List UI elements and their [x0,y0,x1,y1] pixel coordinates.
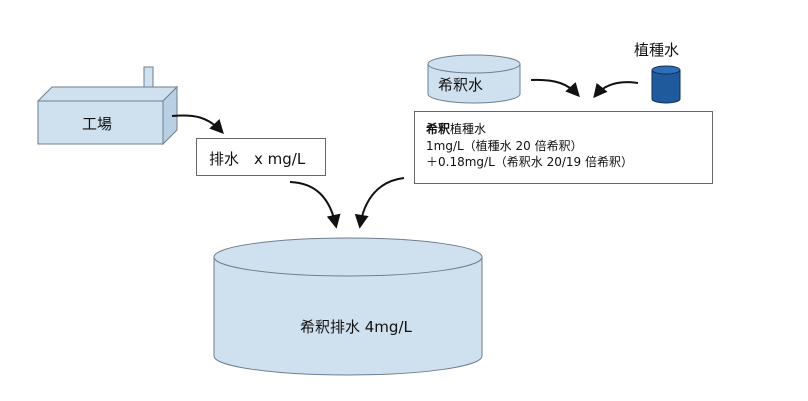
effluent-box: 排水 x mg/L [196,138,326,176]
arrow-seed-mix-to-tank [354,177,405,229]
seed-bottle-body [651,70,681,104]
factory-roof [36,86,179,102]
arrow-factory-to-effluent [171,114,224,135]
dilution-water-label: 希釈水 [438,76,484,94]
dilution-water-tank [427,54,521,104]
seed-mix-line-1: 1mg/L（植種水 20 倍希釈） [426,138,583,153]
factory-front [37,100,164,145]
seed-bottle-top [651,65,681,75]
diluted-effluent-label: 希釈排水 4mg/L [300,318,412,336]
arrow-effluent-to-tank [289,181,341,229]
seed-mix-box: 希釈植種水 1mg/L（植種水 20 倍希釈） ＋0.18mg/L（希釈水 20… [414,111,713,184]
factory-building [36,66,179,146]
main-tank-top [213,237,483,277]
seed-water-bottle [651,65,681,104]
dilution-tank-body [427,64,521,104]
seed-mix-line-2: ＋0.18mg/L（希釈水 20/19 倍希釈） [426,155,633,169]
seed-mix-title: 希釈植種水 [426,121,712,138]
diluted-effluent-tank [213,237,483,376]
factory-label: 工場 [82,115,113,133]
effluent-label: 排水 x mg/L [209,150,306,168]
arrow-dilution-to-mix [530,78,580,98]
seed-water-label: 植種水 [634,41,680,59]
arrow-seed-to-mix [593,81,639,99]
dilution-tank-top [427,54,521,74]
seed-mix-title-bold: 希釈 [426,122,451,136]
seed-mix-title-rest: 植種水 [450,122,487,136]
main-tank-body [213,257,483,376]
